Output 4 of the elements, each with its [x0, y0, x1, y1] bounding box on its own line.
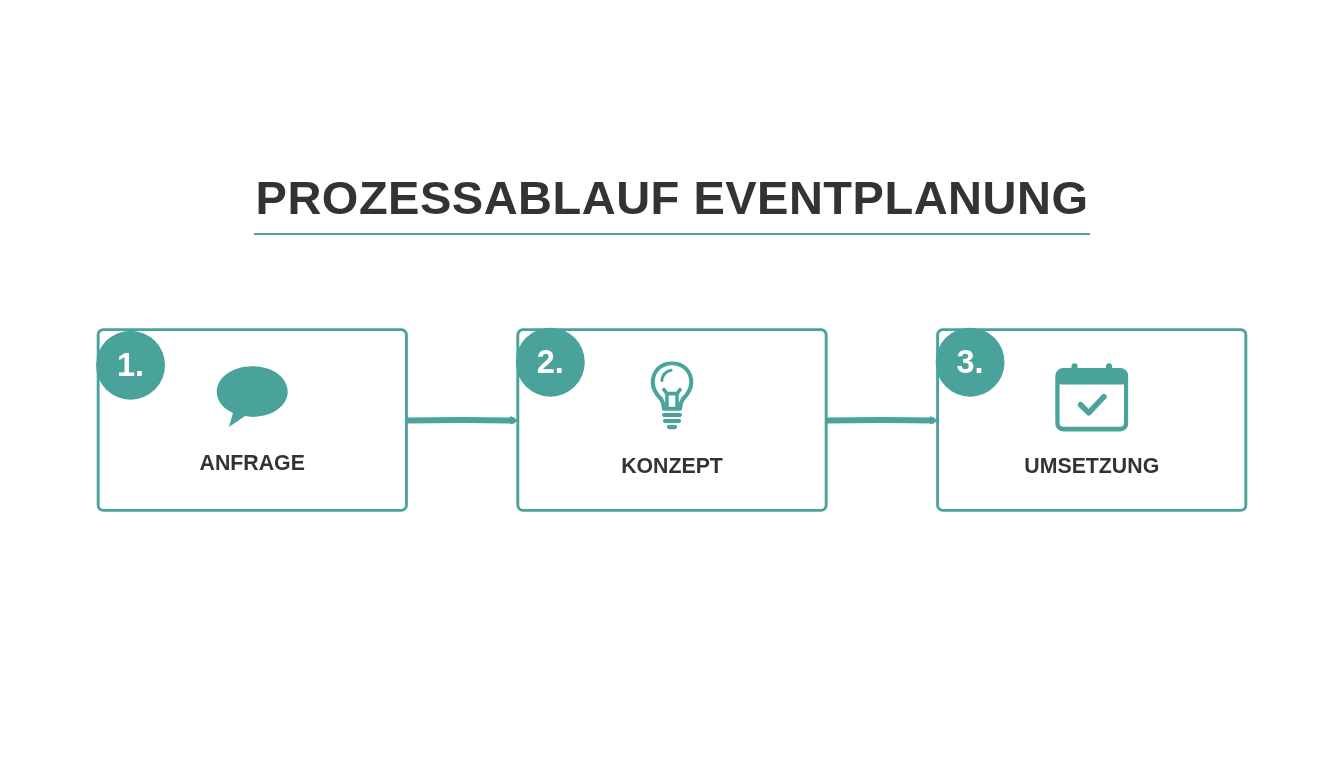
step-label: ANFRAGE: [198, 449, 306, 476]
diagram-title: PROZESSABLAUF EVENTPLANUNG: [253, 170, 1091, 235]
step-label: UMSETZUNG: [1023, 452, 1161, 479]
step-label: KONZEPT: [620, 452, 724, 479]
